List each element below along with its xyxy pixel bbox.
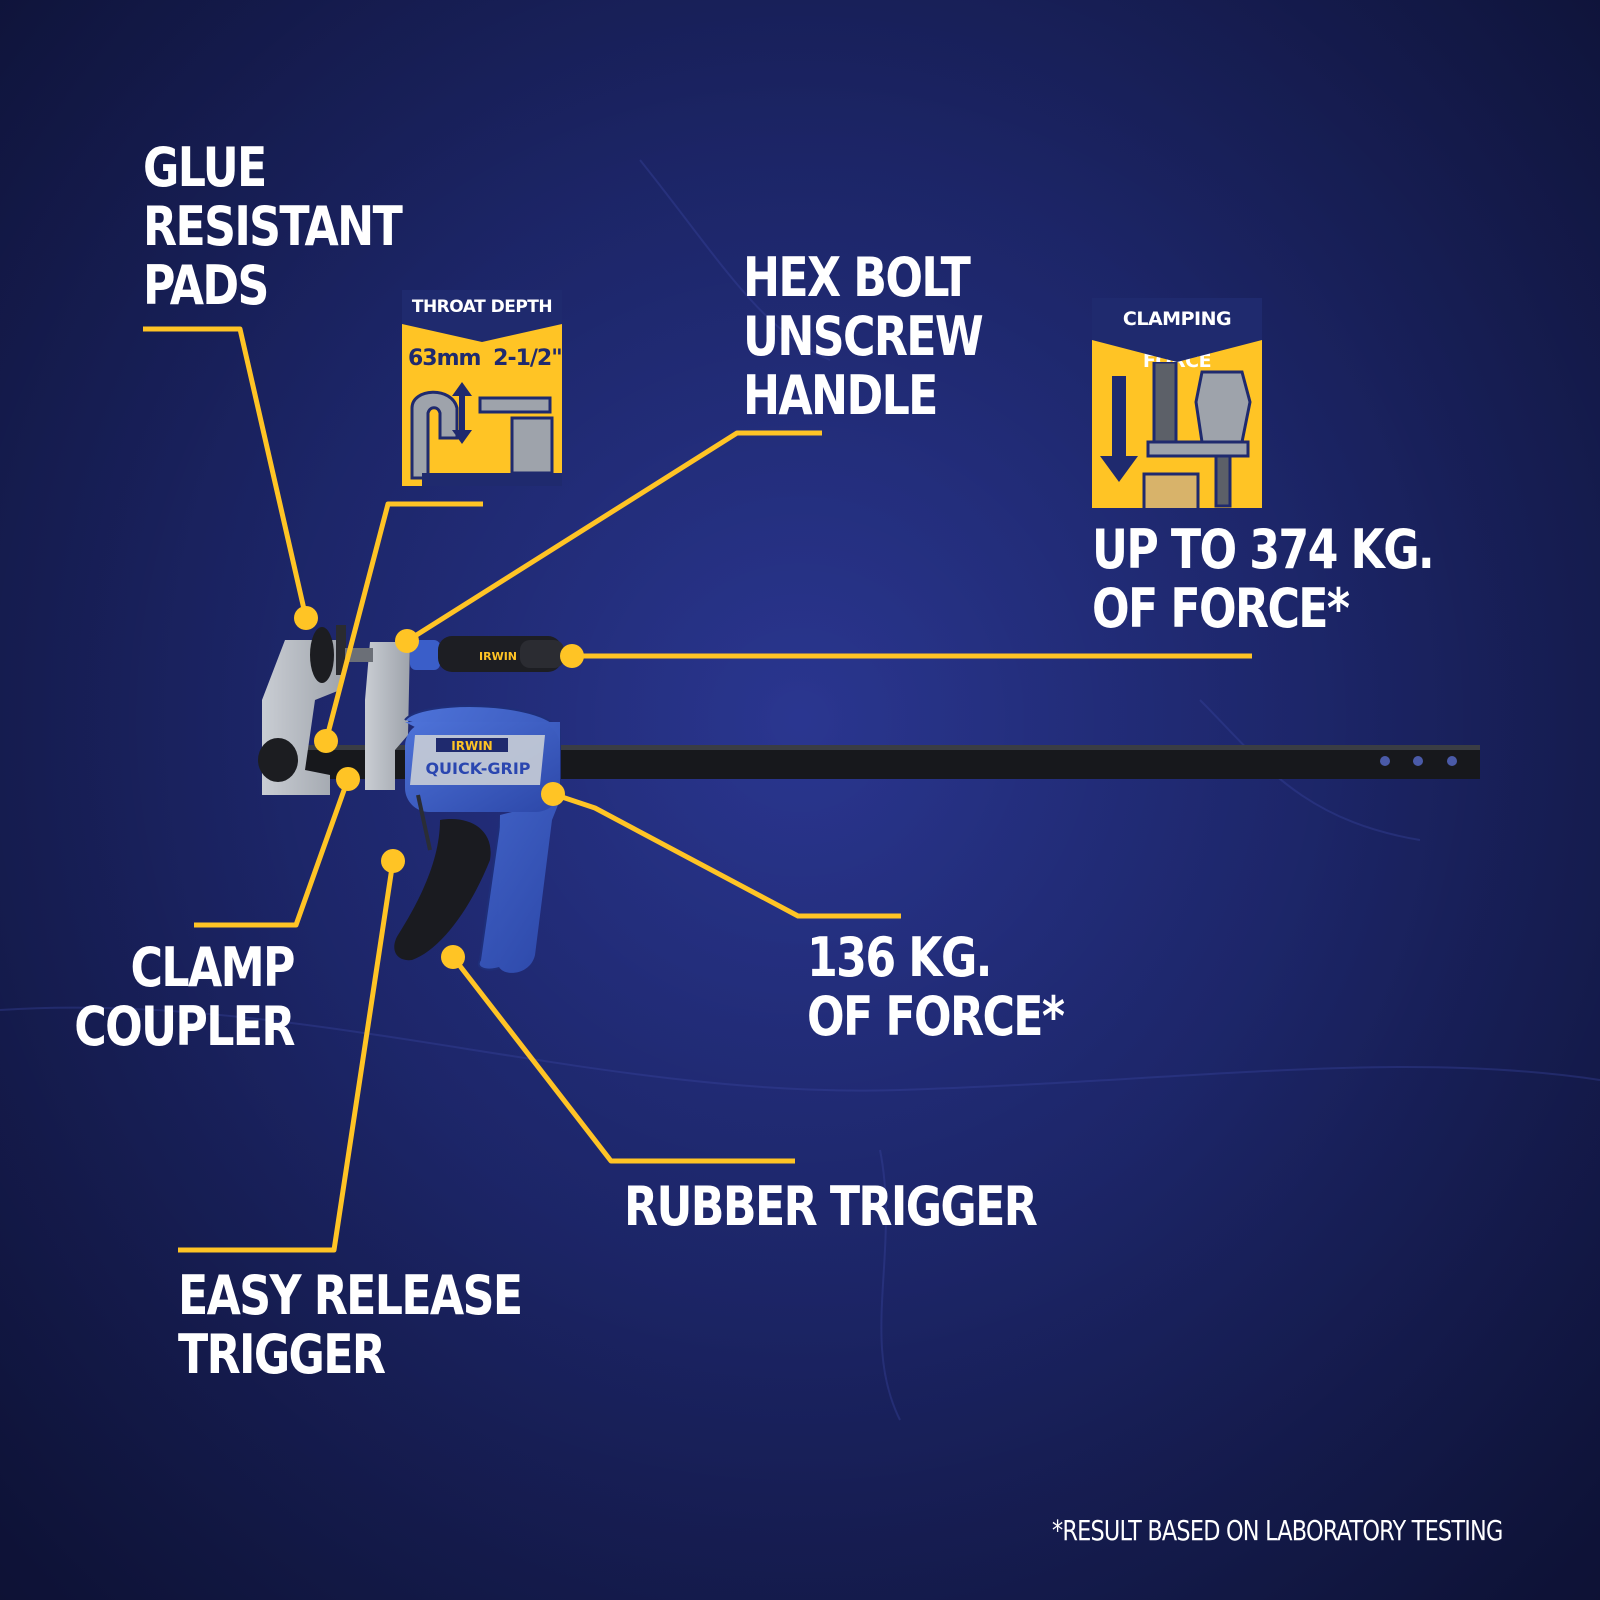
clamping-force-chevron — [1092, 340, 1262, 362]
label-clamping-force-value: UP TO 374 KG. OF FORCE* — [1092, 518, 1435, 640]
leader-rubber-trigger — [451, 955, 795, 1164]
leader-hex-bolt — [405, 430, 822, 644]
throat-depth-title: THROAT DEPTH — [402, 290, 562, 324]
body-model: QUICK-GRIP — [425, 759, 530, 778]
throat-depth-illustration — [410, 382, 562, 486]
throat-depth-metric: 63mm — [408, 346, 481, 371]
movable-jaw — [345, 642, 410, 790]
leader-dots — [294, 606, 584, 969]
label-clamp-coupler: CLAMP COUPLER — [74, 936, 295, 1058]
clamping-force-illustration — [1100, 362, 1252, 508]
leader-easy-release — [178, 860, 396, 1253]
leader-glue-pads — [143, 326, 309, 619]
texture — [0, 159, 1600, 1421]
handle-brand: IRWIN — [479, 650, 517, 663]
clamping-force-title: CLAMPING FORCE — [1092, 298, 1262, 372]
throat-depth-chevron — [402, 324, 562, 342]
leader-throat-depth — [323, 501, 483, 742]
throat-depth-badge: THROAT DEPTH 63mm 2-1/2" — [402, 290, 562, 486]
footnote: *RESULT BASED ON LABORATORY TESTING — [1052, 1514, 1503, 1547]
screw-handle: IRWIN — [410, 636, 564, 672]
body-brand: IRWIN — [451, 739, 492, 753]
label-136kg-force: 136 KG. OF FORCE* — [807, 926, 1065, 1048]
fixed-jaw — [258, 625, 346, 795]
leader-clamp-coupler — [194, 778, 351, 928]
clamp-body: IRWIN QUICK-GRIP — [394, 705, 561, 973]
leader-136kg — [552, 791, 901, 919]
clamping-force-badge: CLAMPING FORCE — [1092, 298, 1262, 508]
leader-lines — [143, 326, 1252, 1253]
label-hex-bolt-unscrew-handle: HEX BOLT UNSCREW HANDLE — [743, 246, 984, 427]
label-easy-release-trigger: EASY RELEASE TRIGGER — [178, 1264, 523, 1386]
throat-depth-imperial: 2-1/2" — [493, 346, 562, 371]
label-glue-resistant-pads: GLUE RESISTANT PADS — [143, 136, 403, 317]
label-rubber-trigger: RUBBER TRIGGER — [624, 1175, 1038, 1238]
throat-depth-values: 63mm 2-1/2" — [408, 346, 562, 371]
